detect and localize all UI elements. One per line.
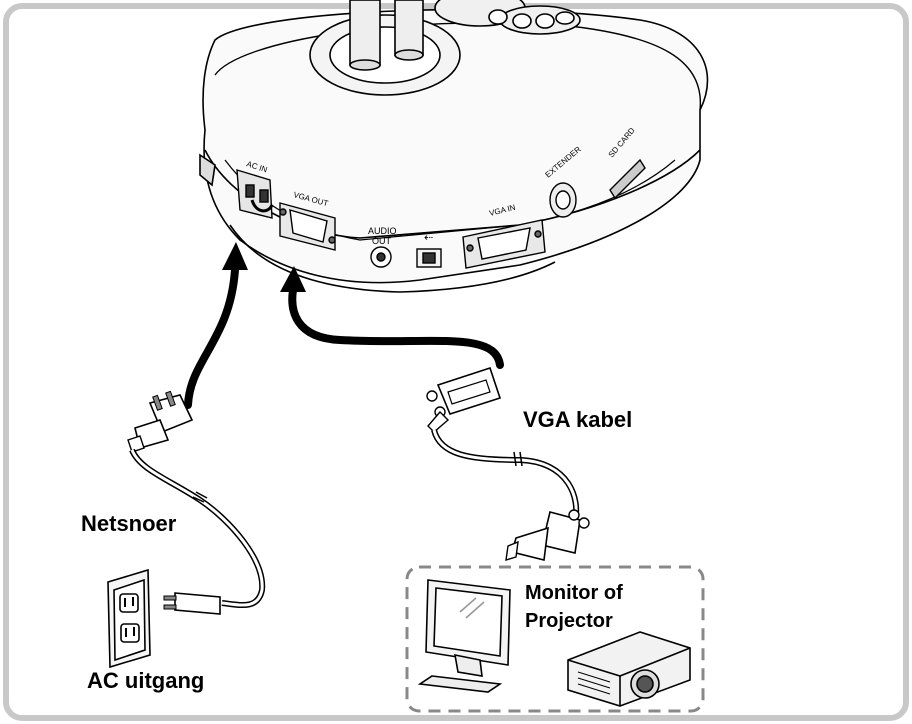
document-camera [199,0,709,293]
vga-cable [426,366,590,561]
power-cord-label: Netsnoer [81,511,177,536]
vga-cable-label: VGA kabel [523,407,633,432]
monitor-label-line1: Monitor of [525,582,623,604]
sd-card-slot [609,158,646,200]
display-group-box [405,565,705,713]
monitor-icon [417,579,511,693]
audio-out-port [370,246,392,268]
power-arrow [184,242,248,409]
extender-port [549,182,577,218]
projector-icon [567,631,691,707]
ac-in-port [236,169,274,219]
usb-icon: ⇠ [424,232,433,244]
ac-outlet-label: AC uitgang [87,668,205,693]
port-label-audio-out-2: OUT [372,236,392,246]
vga-arrow [280,266,504,369]
power-cord [127,390,266,615]
ac-outlet [107,568,151,669]
port-label-audio-out-1: AUDIO [368,226,397,236]
monitor-label-line2: Projector [525,610,613,632]
vga-in-port [462,219,546,269]
usb-port [416,248,442,268]
vga-out-port [279,202,336,251]
